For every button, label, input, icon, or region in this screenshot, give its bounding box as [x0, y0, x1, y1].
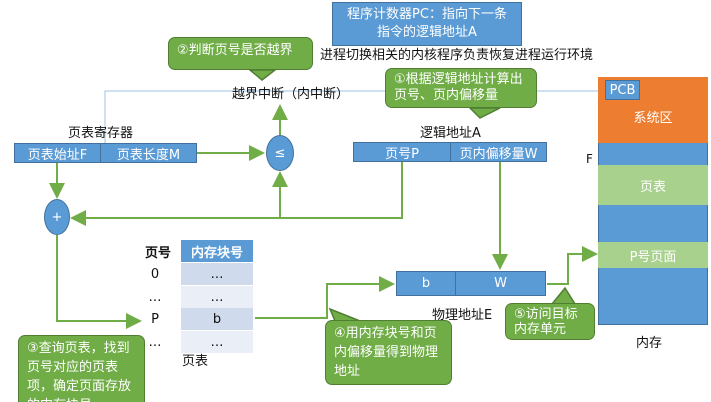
page-table-caption: 页表: [182, 354, 209, 369]
callout-step4: ④用内存块号和页内偏移量得到物理地址: [325, 320, 452, 385]
memory-caption: 内存: [636, 336, 663, 351]
page-row-p-block: b: [181, 308, 253, 330]
page-row-3-block: …: [181, 331, 253, 353]
block-number-header: 内存块号: [181, 240, 253, 262]
page-number-header: 页号: [145, 246, 172, 261]
page-row-0-page: 0: [150, 266, 160, 282]
logical-page-field: 页号P: [353, 142, 451, 162]
page-row-1-block: …: [181, 286, 253, 308]
page-row-3-page: …: [148, 334, 162, 350]
page-row-0-block: …: [181, 263, 253, 285]
callout-step3: ③查询页表，找到页号对应的页表项，确定页面存放的内存块号: [18, 335, 145, 402]
memory-page-table: 页表: [598, 165, 708, 205]
callout-step2: ②判断页号是否越界: [168, 37, 313, 70]
page-table-length-field: 页表长度M: [100, 143, 197, 163]
context-note: 进程切换相关的内核程序负责恢复进程运行环境: [320, 48, 594, 63]
callout-step5: ⑤访问目标内存单元: [505, 303, 595, 340]
pcb-box: PCB: [605, 80, 640, 100]
memory-page-p: P号页面: [598, 242, 708, 268]
interrupt-label: 越界中断（内中断）: [232, 87, 350, 102]
callout-step1: ①根据逻辑地址计算出页号、页内偏移量: [385, 68, 537, 108]
physical-address-title: 物理地址E: [432, 308, 493, 323]
page-row-1-page: …: [148, 289, 162, 305]
compare-node: ≤: [266, 135, 294, 171]
physical-block-field: b: [396, 271, 456, 296]
page-row-p-page: P: [151, 311, 159, 327]
page-table-start-field: 页表始址F: [14, 143, 101, 163]
logical-address-title: 逻辑地址A: [420, 126, 481, 141]
page-table-register-title: 页表寄存器: [68, 126, 134, 141]
logical-offset-field: 页内偏移量W: [450, 142, 547, 162]
physical-offset-field: W: [455, 271, 546, 296]
memory-f-label: F: [586, 152, 593, 166]
add-node: +: [44, 199, 70, 235]
program-counter-box: 程序计数器PC：指向下一条 指令的逻辑地址A: [332, 2, 522, 46]
